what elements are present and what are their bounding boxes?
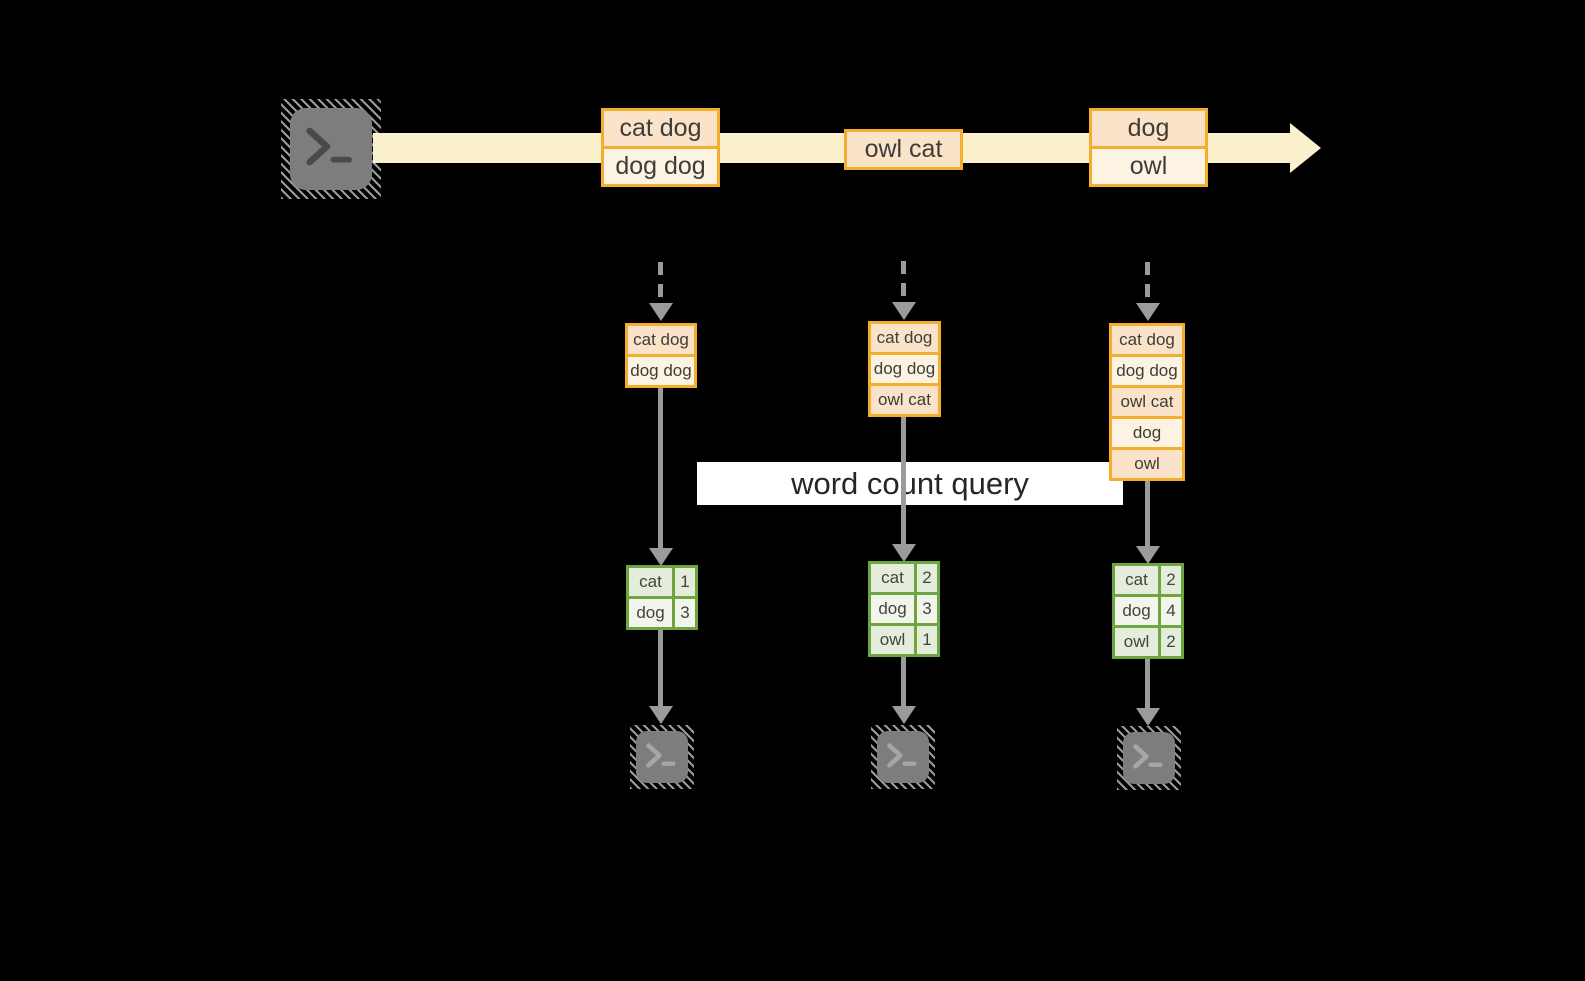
count-cell: 1	[680, 572, 690, 591]
count-table-2: cat 2 dog 3 owl 1	[868, 561, 940, 657]
word-cell: owl	[1115, 628, 1161, 656]
dataflow-arrow-shaft	[1145, 479, 1150, 546]
table-row: owl 2	[1115, 625, 1181, 656]
table-row: owl 1	[871, 623, 937, 654]
table-row: cat 2	[871, 564, 937, 592]
stream-record-box-2: owl cat	[844, 129, 963, 170]
word-cell: dog	[871, 595, 917, 623]
record-stack-1: cat dog dog dog	[625, 323, 697, 388]
count-cell: 2	[1166, 570, 1176, 589]
terminal-body	[290, 108, 372, 190]
dataflow-arrow-shaft	[658, 629, 663, 706]
dataflow-arrow-shaft	[658, 386, 663, 548]
count-cell: 3	[680, 603, 690, 622]
record-stack-3: cat dog dog dog owl cat dog owl	[1109, 323, 1185, 481]
stream-record-box-3: dog owl	[1089, 108, 1208, 187]
dashed-arrow-shaft	[901, 261, 906, 302]
stack-record: owl cat	[1112, 385, 1182, 416]
word-cell: dog	[1115, 597, 1161, 625]
terminal-prompt-icon	[1133, 744, 1163, 769]
table-row: cat 1	[629, 568, 695, 596]
stack-record: cat dog	[1112, 326, 1182, 354]
stream-record: cat dog	[604, 111, 717, 146]
record-stack-2: cat dog dog dog owl cat	[868, 321, 941, 417]
source-terminal-icon	[281, 99, 381, 199]
terminal-body	[1123, 732, 1175, 784]
count-cell: 1	[922, 630, 932, 649]
dashed-arrow-head	[892, 302, 916, 320]
count-table-3: cat 2 dog 4 owl 2	[1112, 563, 1184, 659]
count-table-1: cat 1 dog 3	[626, 565, 698, 630]
word-cell: cat	[871, 564, 917, 592]
dataflow-arrow-head	[1136, 546, 1160, 564]
dataflow-arrow-shaft	[1145, 658, 1150, 708]
dataflow-arrow-head	[1136, 708, 1160, 726]
stack-record: owl cat	[871, 383, 938, 414]
stream-arrow-head	[1290, 123, 1321, 173]
dashed-arrow-head	[649, 303, 673, 321]
word-cell: cat	[629, 568, 675, 596]
table-row: dog 3	[629, 596, 695, 627]
count-cell: 2	[922, 568, 932, 587]
dataflow-arrow-head	[892, 544, 916, 562]
sink-terminal-icon-3	[1117, 726, 1181, 790]
sink-terminal-icon-2	[871, 725, 935, 789]
stack-record: cat dog	[628, 326, 694, 354]
table-row: dog 4	[1115, 594, 1181, 625]
stream-record: dog	[1092, 111, 1205, 146]
dashed-arrow-shaft	[1145, 262, 1150, 303]
word-cell: owl	[871, 626, 917, 654]
dataflow-arrow-head	[892, 706, 916, 724]
stack-record: owl	[1112, 447, 1182, 478]
word-cell: dog	[629, 599, 675, 627]
stack-record: dog dog	[871, 352, 938, 383]
word-cell: cat	[1115, 566, 1161, 594]
table-row: cat 2	[1115, 566, 1181, 594]
stack-record: dog dog	[1112, 354, 1182, 385]
dataflow-arrow-head	[649, 548, 673, 566]
terminal-prompt-icon	[646, 743, 676, 768]
query-banner: word count query	[697, 462, 1123, 505]
stream-record-box-1: cat dog dog dog	[601, 108, 720, 187]
dashed-arrow-shaft	[658, 262, 663, 303]
count-cell: 2	[1166, 632, 1176, 651]
terminal-body	[877, 731, 929, 783]
terminal-body	[636, 731, 688, 783]
stack-record: cat dog	[871, 324, 938, 352]
sink-terminal-icon-1	[630, 725, 694, 789]
stack-record: dog dog	[628, 354, 694, 385]
dataflow-arrow-shaft	[901, 415, 906, 544]
table-row: dog 3	[871, 592, 937, 623]
terminal-prompt-icon	[887, 743, 917, 768]
count-cell: 4	[1166, 601, 1176, 620]
stack-record: dog	[1112, 416, 1182, 447]
stream-record: owl	[1092, 146, 1205, 184]
stream-record: owl cat	[847, 132, 960, 167]
count-cell: 3	[922, 599, 932, 618]
stream-record: dog dog	[604, 146, 717, 184]
terminal-prompt-icon	[306, 127, 352, 166]
dashed-arrow-head	[1136, 303, 1160, 321]
dataflow-arrow-shaft	[901, 656, 906, 706]
dataflow-arrow-head	[649, 706, 673, 724]
